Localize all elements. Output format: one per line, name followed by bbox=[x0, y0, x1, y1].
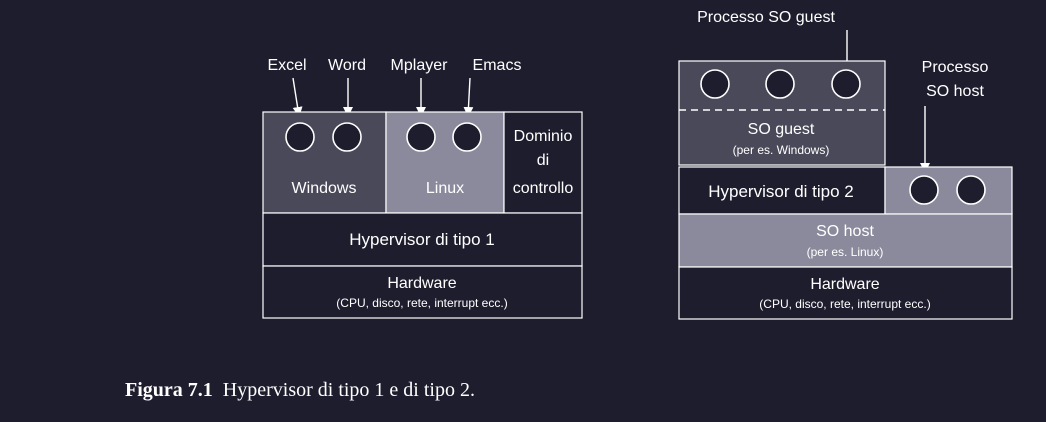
host-process-label-line1: Processo bbox=[922, 59, 989, 76]
hardware-left-box bbox=[262, 265, 583, 319]
host-process-area bbox=[884, 166, 1013, 215]
windows-vm-box bbox=[262, 111, 387, 214]
hardware-right-title: Hardware bbox=[810, 276, 879, 293]
host-process-circle-1 bbox=[909, 175, 939, 205]
linux-vm-box bbox=[385, 111, 505, 214]
host-process-label-line2: SO host bbox=[926, 83, 984, 100]
arrow-emacs bbox=[463, 77, 474, 117]
process-circle-word bbox=[332, 122, 362, 152]
arrow-excel bbox=[292, 77, 303, 117]
figure-caption: Figura 7.1 Hypervisor di tipo 1 e di tipo… bbox=[125, 379, 475, 401]
app-label-word: Word bbox=[328, 57, 366, 74]
type2-diagram: Processo SO guest Processo SO host SO gu… bbox=[678, 9, 1013, 320]
guest-process-label: Processo SO guest bbox=[697, 9, 835, 26]
host-process-circle-2 bbox=[956, 175, 986, 205]
linux-label: Linux bbox=[426, 180, 464, 197]
guest-process-circle-3 bbox=[831, 69, 861, 99]
host-os-detail: (per es. Linux) bbox=[807, 245, 884, 259]
hardware-left-title: Hardware bbox=[387, 275, 456, 292]
app-label-emacs: Emacs bbox=[473, 57, 522, 74]
process-circle-emacs bbox=[452, 122, 482, 152]
process-circle-mplayer bbox=[406, 122, 436, 152]
control-domain-line3: controllo bbox=[513, 180, 574, 197]
app-label-excel: Excel bbox=[267, 57, 306, 74]
hypervisor-type1-label: Hypervisor di tipo 1 bbox=[349, 230, 495, 249]
guest-os-detail: (per es. Windows) bbox=[733, 143, 830, 157]
control-domain-line1: Dominio bbox=[514, 128, 573, 145]
hypervisor-type1-box bbox=[262, 212, 583, 267]
caption-number: Figura 7.1 bbox=[125, 379, 213, 401]
caption-text: Figura 7.1 Hypervisor di tipo 1 e di tipo… bbox=[125, 379, 475, 401]
guest-process-circle-1 bbox=[700, 69, 730, 99]
hypervisor-type2-label: Hypervisor di tipo 2 bbox=[708, 182, 854, 201]
control-domain-line2: di bbox=[537, 152, 549, 169]
type1-diagram: Excel Word Mplayer Emacs Windows Linux D… bbox=[262, 57, 583, 319]
hardware-left-detail: (CPU, disco, rete, interrupt ecc.) bbox=[336, 296, 507, 310]
hardware-right-box bbox=[678, 266, 1013, 320]
windows-label: Windows bbox=[292, 180, 357, 197]
host-os-box bbox=[678, 213, 1013, 268]
guest-os-title: SO guest bbox=[748, 121, 815, 138]
control-domain-box bbox=[503, 111, 583, 214]
caption-body: Hypervisor di tipo 1 e di tipo 2. bbox=[223, 379, 475, 401]
host-os-title: SO host bbox=[816, 223, 874, 240]
app-label-mplayer: Mplayer bbox=[391, 57, 449, 74]
guest-process-circle-2 bbox=[765, 69, 795, 99]
hardware-right-detail: (CPU, disco, rete, interrupt ecc.) bbox=[759, 297, 930, 311]
process-circle-excel bbox=[285, 122, 315, 152]
